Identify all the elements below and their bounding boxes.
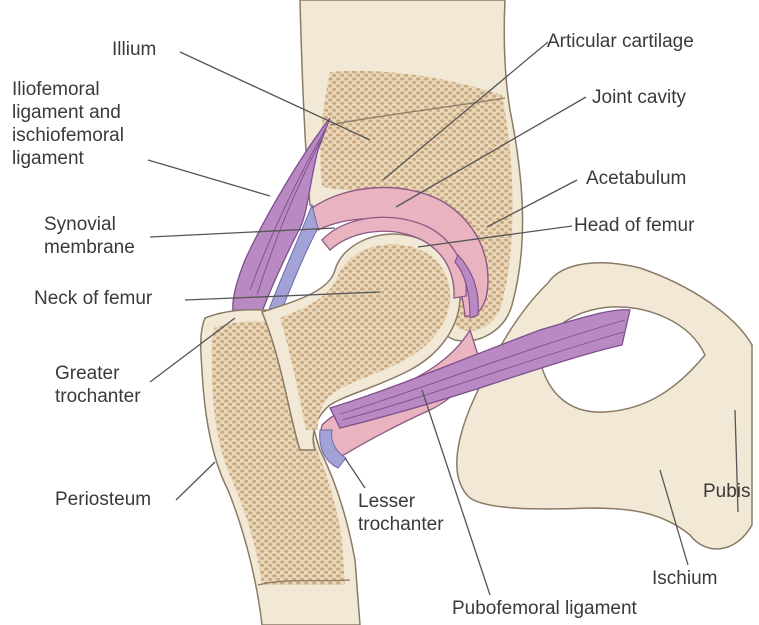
label-illium: Illium (112, 38, 156, 61)
label-neck-of-femur: Neck of femur (34, 287, 152, 310)
label-pubofemoral-ligament: Pubofemoral ligament (452, 597, 637, 620)
label-periosteum: Periosteum (55, 488, 151, 511)
label-iliofemoral-line-4: ligament (12, 147, 124, 170)
label-iliofemoral-ligament: Iliofemoral ligament and ischiofemoral l… (12, 78, 124, 170)
label-pubis: Pubis (703, 480, 751, 503)
label-greater-line-2: trochanter (55, 385, 141, 408)
label-iliofemoral-line-2: ligament and (12, 101, 124, 124)
label-synovial-line-2: membrane (44, 236, 135, 259)
label-articular-cartilage: Articular cartilage (547, 30, 694, 53)
label-synovial-line-1: Synovial (44, 213, 135, 236)
label-lesser-line-2: trochanter (358, 513, 444, 536)
label-iliofemoral-line-1: Iliofemoral (12, 78, 124, 101)
label-iliofemoral-line-3: ischiofemoral (12, 124, 124, 147)
label-joint-cavity: Joint cavity (592, 86, 686, 109)
label-lesser-line-1: Lesser (358, 490, 444, 513)
label-head-of-femur: Head of femur (574, 214, 694, 237)
label-lesser-trochanter: Lesser trochanter (358, 490, 444, 536)
label-greater-line-1: Greater (55, 362, 141, 385)
label-synovial-membrane: Synovial membrane (44, 213, 135, 259)
label-acetabulum: Acetabulum (586, 167, 686, 190)
label-ischium: Ischium (652, 567, 717, 590)
label-greater-trochanter: Greater trochanter (55, 362, 141, 408)
